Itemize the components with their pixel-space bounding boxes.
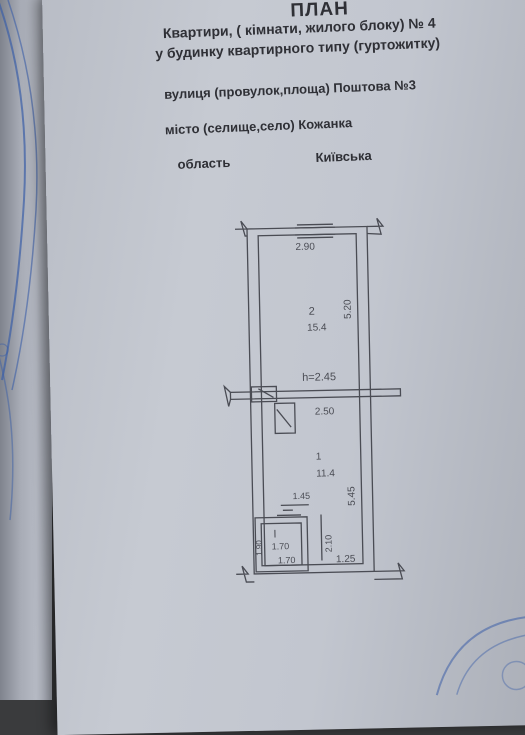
break-left-bottom: [236, 565, 255, 583]
break-left-mid: [223, 384, 232, 407]
dim-arrow-145: [280, 504, 309, 506]
partition-wall: [229, 388, 402, 401]
dim-arrow-210: [320, 514, 323, 561]
stamp-fragment-left: [0, 0, 38, 521]
street-line: вулиця (провулок,площа) Поштова №3: [163, 77, 417, 102]
ceiling-height: h=2.45: [302, 371, 336, 384]
room3-area: 1.70: [272, 541, 290, 551]
break-left-top: [234, 220, 249, 237]
dim-190: 1.90: [255, 540, 264, 556]
document-page: ПЛАН Квартири, ( кімнати, жилого блоку) …: [42, 0, 525, 735]
chimney: [250, 385, 278, 403]
previous-page-edge: [0, 0, 52, 700]
dim-top-width: 2.90: [295, 242, 315, 253]
window-top: [294, 223, 336, 239]
settlement-line: місто (селище,село) Кожанка: [164, 115, 353, 138]
outer-wall-outline: [257, 233, 364, 567]
room2-length: 5.20: [342, 299, 353, 319]
room2-area: 15.4: [307, 322, 327, 333]
door-opening: [276, 509, 302, 517]
region-value: Київська: [315, 147, 372, 166]
room3-number: I: [273, 528, 276, 540]
break-right-top: [366, 217, 385, 235]
dim-145: 1.45: [292, 491, 310, 501]
inner-room-walls: [254, 516, 309, 573]
dim-125: 1.25: [336, 554, 356, 565]
outer-wall: [246, 225, 375, 575]
room1-length: 5.45: [346, 486, 357, 506]
room2-number: 2: [309, 306, 315, 318]
stamp-fragment-bottom-right: [435, 616, 525, 696]
room1-area: 11.4: [316, 468, 335, 479]
dim-210: 2.10: [323, 535, 333, 553]
room1-number: 1: [316, 451, 322, 462]
region-label: область: [177, 154, 231, 172]
dim-bottom-170: 1.70: [278, 555, 296, 565]
dim-mid-width: 2.50: [315, 406, 335, 417]
break-right-bottom: [374, 562, 406, 581]
floor-plan: 2.90 2 15.4 5.20 h=2.45 2.50 1 11.4 5.45…: [223, 217, 406, 583]
stove: [273, 402, 296, 435]
